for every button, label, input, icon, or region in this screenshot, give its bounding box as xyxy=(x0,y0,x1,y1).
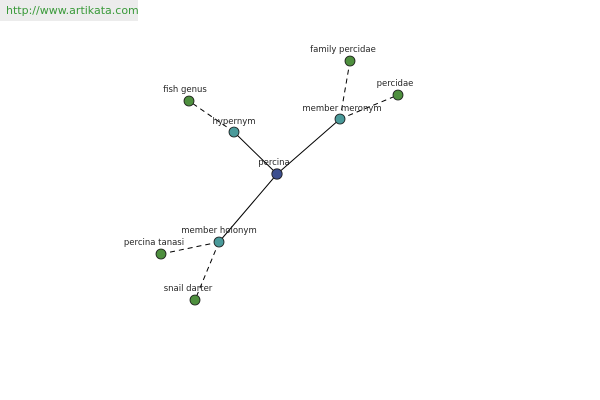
label-member-holonym[interactable]: member holonym xyxy=(181,226,256,236)
label-snail-darter[interactable]: snail darter xyxy=(164,284,213,294)
label-fish-genus[interactable]: fish genus xyxy=(163,85,207,95)
node-member-holonym[interactable] xyxy=(213,236,225,248)
node-percidae[interactable] xyxy=(392,89,404,101)
edge-hypernym-to-fish-genus xyxy=(188,100,235,133)
node-snail-darter[interactable] xyxy=(189,294,201,306)
edge-member-holonym-to-percina-tanasi xyxy=(160,241,220,255)
nodes-layer xyxy=(155,55,404,306)
label-member-meronym[interactable]: member meronym xyxy=(302,104,381,114)
node-fish-genus[interactable] xyxy=(183,95,195,107)
edge-member-holonym-to-snail-darter xyxy=(194,241,220,301)
edge-percina-to-member-holonym xyxy=(218,173,278,243)
node-hypernym[interactable] xyxy=(228,126,240,138)
node-family-percidae[interactable] xyxy=(344,55,356,67)
node-percina-tanasi[interactable] xyxy=(155,248,167,260)
label-percina[interactable]: percina xyxy=(258,158,290,168)
edge-percina-to-member-meronym xyxy=(276,118,341,175)
label-family-percidae[interactable]: family percidae xyxy=(310,45,376,55)
watermark: http://www.artikata.com xyxy=(0,0,139,21)
edge-member-meronym-to-family-percidae xyxy=(339,60,351,120)
label-percidae[interactable]: percidae xyxy=(377,79,414,89)
watermark-url[interactable]: http://www.artikata.com xyxy=(6,4,139,17)
label-hypernym[interactable]: hypernym xyxy=(212,117,255,127)
node-member-meronym[interactable] xyxy=(334,113,346,125)
labels-layer: percina hypernym member meronym member holo… xyxy=(124,45,414,294)
node-percina[interactable] xyxy=(271,168,283,180)
edge-member-meronym-to-percidae xyxy=(339,94,399,120)
edges-layer xyxy=(160,60,399,301)
edge-percina-to-hypernym xyxy=(233,131,278,175)
label-percina-tanasi[interactable]: percina tanasi xyxy=(124,238,184,248)
